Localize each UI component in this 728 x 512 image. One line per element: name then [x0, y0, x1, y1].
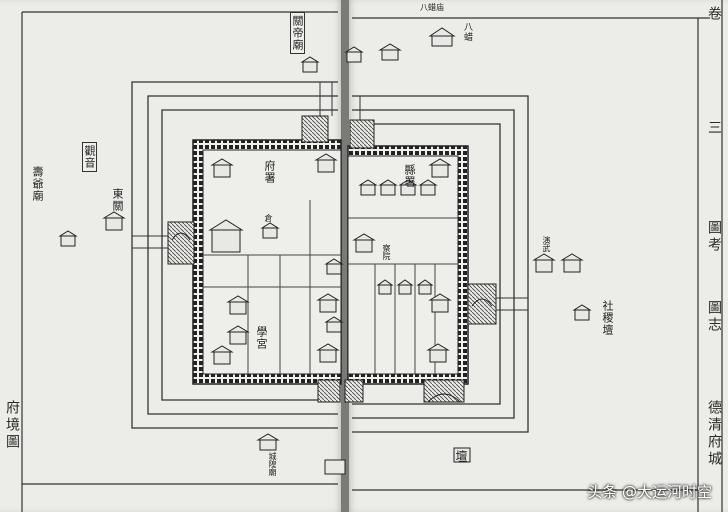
label-granary: 倉 [264, 214, 273, 222]
gate-roads [132, 82, 528, 311]
label-east-pass: 東關 [111, 188, 124, 212]
label-shouye-temple: 壽爺廟 [31, 166, 44, 202]
label-guanyin: 觀音 [82, 142, 97, 172]
book-gutter [341, 0, 349, 512]
label-county-office: 縣署 [403, 164, 416, 188]
margin-left-title: 府境圖 [4, 400, 20, 451]
building-main-left [208, 219, 244, 253]
outer-walls-left [131, 81, 338, 429]
city-gates [167, 115, 497, 403]
label-city-god-temple: 城隍廟 [268, 452, 277, 476]
label-bazha-temple-2: 八蜡 [462, 22, 472, 42]
outer-walls-right [352, 95, 529, 433]
watermark: 头条 @大运河时空 [587, 483, 712, 501]
label-school: 學宮 [255, 326, 268, 350]
label-inspector: 察院 [382, 244, 391, 260]
label-prefecture-office: 府署 [263, 160, 276, 184]
margin-city-title: 德清府城 [706, 400, 722, 468]
inner-city-wall [192, 139, 469, 385]
streets [203, 200, 458, 374]
margin-gazetteer: 圖志 [706, 300, 722, 334]
margin-three: 三 [706, 120, 722, 137]
label-guandi-temple: 關帝廟 [290, 12, 305, 54]
label-bottom-altar: 壇 [454, 450, 468, 463]
building-small [210, 153, 452, 365]
label-altar: 社稷壇 [601, 300, 614, 336]
margin-maps: 圖考 [706, 220, 722, 254]
buildings-outside [58, 27, 592, 475]
label-bazha-temple: 八蜡庙 [420, 3, 444, 12]
margin-volume: 卷 [706, 6, 722, 23]
page-frame [21, 0, 723, 512]
buildings [58, 27, 592, 475]
label-drill-ground: 演武 [542, 236, 551, 252]
